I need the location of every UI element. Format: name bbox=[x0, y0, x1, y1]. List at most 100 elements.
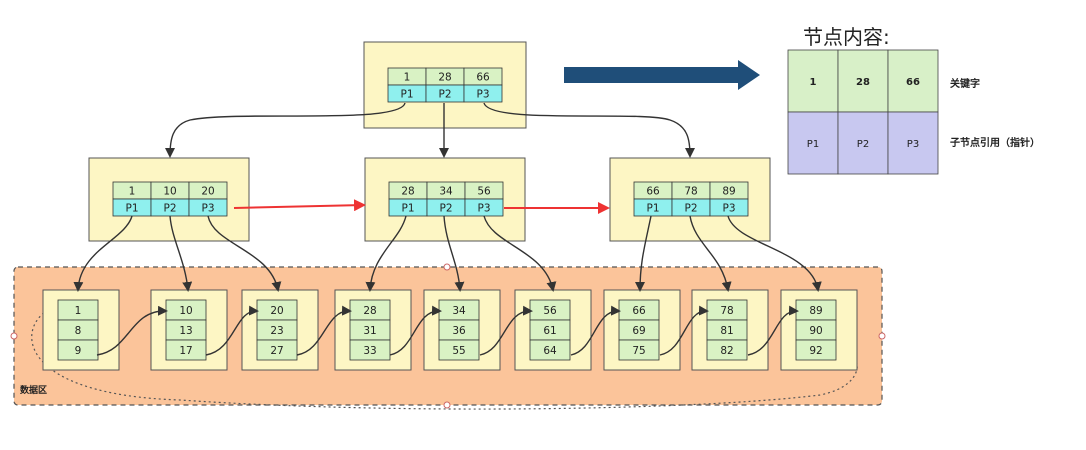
leaf-key: 28 bbox=[363, 305, 376, 317]
internal-key: 66 bbox=[646, 186, 660, 198]
root-pointer: P1 bbox=[400, 89, 413, 101]
tree-connectors bbox=[73, 102, 822, 356]
red-sibling-arrow bbox=[233, 199, 366, 212]
legend-key: 28 bbox=[856, 77, 870, 88]
leaf-key-cell bbox=[438, 339, 480, 361]
legend-pointer: P2 bbox=[857, 139, 869, 150]
internal-pointer: P2 bbox=[684, 203, 697, 215]
data-area-label: 数据区 bbox=[20, 384, 47, 396]
internal-pointer: P3 bbox=[722, 203, 735, 215]
leaf-node: 28 31 33 bbox=[334, 289, 412, 371]
legend-title: 节点内容: bbox=[803, 25, 890, 49]
leaf-key: 20 bbox=[270, 305, 283, 317]
legend-pointer: P3 bbox=[907, 139, 919, 150]
leaf-key: 81 bbox=[720, 325, 733, 337]
internal-key: 20 bbox=[201, 186, 214, 198]
leaf-key: 27 bbox=[270, 345, 283, 357]
legend-key-cell bbox=[887, 49, 939, 113]
leaf-node: 1 8 9 bbox=[42, 289, 120, 371]
selection-handle bbox=[443, 263, 451, 271]
legend-pointer-cell bbox=[887, 111, 939, 175]
selection-handle bbox=[443, 401, 451, 409]
leaf-key-cell bbox=[349, 339, 391, 361]
leaf-key-cell bbox=[618, 339, 660, 361]
leaf-key-cell bbox=[165, 339, 207, 361]
internal-key: 89 bbox=[722, 186, 735, 198]
leaf-key: 75 bbox=[632, 345, 645, 357]
legend-pointer: P1 bbox=[807, 139, 819, 150]
internal-pointer: P3 bbox=[477, 203, 490, 215]
legend-pointer-cell bbox=[837, 111, 889, 175]
leaf-key: 64 bbox=[543, 345, 557, 357]
internal-pointer: P1 bbox=[401, 203, 414, 215]
leaf-key: 9 bbox=[75, 345, 82, 357]
legend-key: 1 bbox=[810, 77, 817, 88]
leaf-key-cell bbox=[706, 339, 748, 361]
leaf-key: 89 bbox=[809, 305, 822, 317]
leaf-key: 34 bbox=[452, 305, 466, 317]
leaf-key: 36 bbox=[452, 325, 466, 337]
leaf-node: 20 23 27 bbox=[241, 289, 319, 371]
leaf-key-cell bbox=[57, 339, 99, 361]
leaf-node: 56 61 64 bbox=[514, 289, 592, 371]
leaf-key: 10 bbox=[179, 305, 192, 317]
leaf-key: 56 bbox=[543, 305, 557, 317]
leaf-node: 34 36 55 bbox=[423, 289, 501, 371]
leaf-key: 23 bbox=[270, 325, 283, 337]
leaf-key: 55 bbox=[452, 345, 465, 357]
legend-key-cell bbox=[787, 49, 839, 113]
leaf-key-cell bbox=[529, 339, 571, 361]
root-pointer: P3 bbox=[476, 89, 489, 101]
root-key: 1 bbox=[404, 72, 411, 84]
root-pointer: P2 bbox=[438, 89, 451, 101]
leaf-key: 69 bbox=[632, 325, 645, 337]
leaf-node: 66 69 75 bbox=[603, 289, 681, 371]
leaf-key: 13 bbox=[179, 325, 192, 337]
legend-key-cell bbox=[837, 49, 889, 113]
leaf-node: 89 90 92 bbox=[780, 289, 858, 371]
leaf-loop-dotted bbox=[31, 309, 858, 410]
internal-key: 10 bbox=[163, 186, 176, 198]
leaf-key: 1 bbox=[75, 305, 82, 317]
root-pointer-cell bbox=[463, 84, 503, 103]
internal-key: 34 bbox=[439, 186, 453, 198]
legend-key: 66 bbox=[906, 77, 920, 88]
leaf-key-cell bbox=[256, 339, 298, 361]
legend-key-label: 关键字 bbox=[950, 77, 980, 90]
leaf-key: 61 bbox=[543, 325, 556, 337]
internal-key: 1 bbox=[129, 186, 136, 198]
internal-pointer: P1 bbox=[646, 203, 659, 215]
leaf-key: 92 bbox=[809, 345, 822, 357]
legend-pointer-cell bbox=[787, 111, 839, 175]
leaf-key: 33 bbox=[363, 345, 376, 357]
leaf-key: 17 bbox=[179, 345, 192, 357]
internal-pointer: P2 bbox=[163, 203, 176, 215]
blue-arrow-icon bbox=[564, 60, 760, 90]
leaf-key: 90 bbox=[809, 325, 822, 337]
internal-pointer: P2 bbox=[439, 203, 452, 215]
leaf-key: 82 bbox=[720, 345, 733, 357]
leaf-node: 78 81 82 bbox=[691, 289, 769, 371]
leaf-key: 66 bbox=[632, 305, 646, 317]
leaf-node: 10 13 17 bbox=[150, 289, 228, 371]
internal-key: 56 bbox=[477, 186, 491, 198]
selection-handle bbox=[878, 332, 886, 340]
internal-pointer-cell bbox=[709, 198, 749, 217]
root-key: 28 bbox=[438, 72, 451, 84]
internal-pointer: P3 bbox=[201, 203, 214, 215]
leaf-key: 8 bbox=[75, 325, 82, 337]
selection-handle bbox=[10, 332, 18, 340]
root-key: 66 bbox=[476, 72, 490, 84]
internal-key: 28 bbox=[401, 186, 414, 198]
legend-pointer-label: 子节点引用（指针） bbox=[950, 136, 1040, 149]
leaf-key: 31 bbox=[363, 325, 376, 337]
leaf-key-cell bbox=[795, 339, 837, 361]
internal-key: 78 bbox=[684, 186, 697, 198]
leaf-key: 78 bbox=[720, 305, 733, 317]
internal-pointer: P1 bbox=[125, 203, 138, 215]
